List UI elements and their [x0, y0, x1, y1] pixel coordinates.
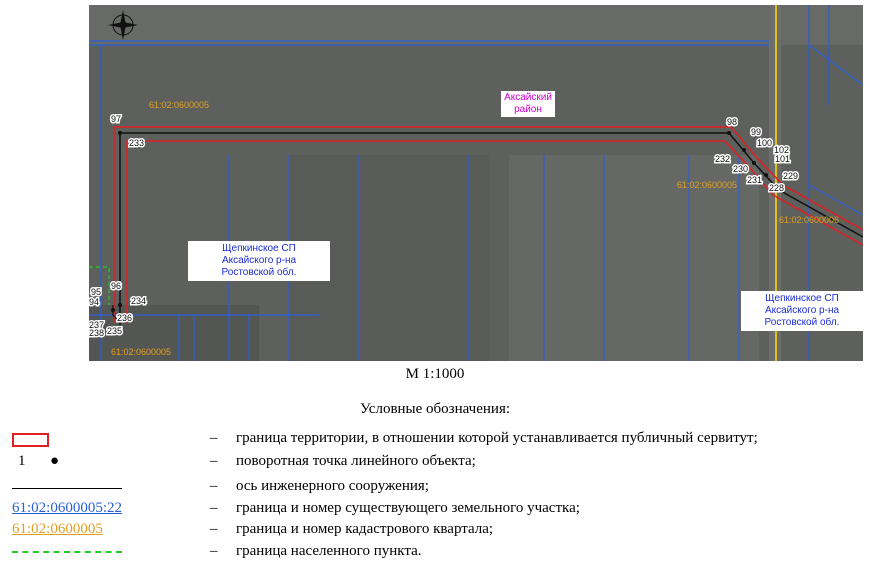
point-label: 94 [89, 297, 99, 307]
point-label: 236 [117, 313, 132, 323]
point-label: 238 [89, 328, 104, 338]
turning-points [111, 131, 781, 312]
legend-item: 1 ● – поворотная точка линейного объекта… [18, 453, 476, 469]
servitude-boundary [113, 126, 863, 323]
north-arrow-icon [108, 10, 138, 40]
point-label: 95 [91, 287, 101, 297]
map-scale: М 1:1000 [405, 366, 465, 382]
cadastral-quarter-label: 61:02:0600005 [149, 100, 209, 110]
settlement-line-icon [12, 551, 122, 553]
point-label: 229 [783, 171, 798, 181]
legend-item: 61:02:0600005 – граница и номер кадастро… [12, 521, 494, 537]
point-label: 234 [131, 296, 146, 306]
engineering-axis [119, 132, 863, 325]
cadastral-quarter-label: 61:02:0600005 [111, 347, 171, 357]
axis-line-icon [12, 488, 122, 489]
legend-item: 61:02:0600005:22 – граница и номер сущес… [12, 500, 580, 516]
point-label: 237 [89, 320, 104, 330]
point-label: 99 [751, 127, 761, 137]
point-label: 97 [111, 114, 121, 124]
settlement-label-right: Щепкинское СП Аксайского р-на Ростовской… [741, 291, 863, 331]
point-label: 102 [774, 145, 789, 155]
point-label: 100 [757, 138, 772, 148]
point-label: 233 [129, 138, 144, 148]
point-label: 228 [769, 183, 784, 193]
point-label: 101 [775, 154, 790, 164]
legend-title: Условные обозначения: [359, 401, 511, 417]
map-drawing: 97 233 98 99 100 102 101 232 230 231 229… [89, 5, 863, 361]
point-label: 232 [715, 154, 730, 164]
cadastral-quarter-label: 61:02:0600005 [677, 180, 737, 190]
point-label: 231 [747, 175, 762, 185]
map-image: 97 233 98 99 100 102 101 232 230 231 229… [89, 5, 863, 361]
legend-item: – граница территории, в отношении которо… [0, 430, 870, 450]
point-label: 98 [727, 117, 737, 127]
legend-item: – ось инженерного сооружения; [0, 478, 870, 498]
point-label: 96 [111, 281, 121, 291]
settlement-boundary [89, 266, 110, 305]
turning-point-icon: ● [50, 453, 60, 469]
legend-item: – граница населенного пункта. [0, 543, 870, 563]
point-label: 230 [733, 164, 748, 174]
district-label: Аксайский район [501, 91, 555, 117]
settlement-label-left: Щепкинское СП Аксайского р-на Ростовской… [188, 241, 330, 281]
boundary-swatch-icon [12, 433, 49, 447]
point-label: 235 [107, 326, 122, 336]
cadastral-quarter-label: 61:02:0600006 [779, 215, 839, 225]
